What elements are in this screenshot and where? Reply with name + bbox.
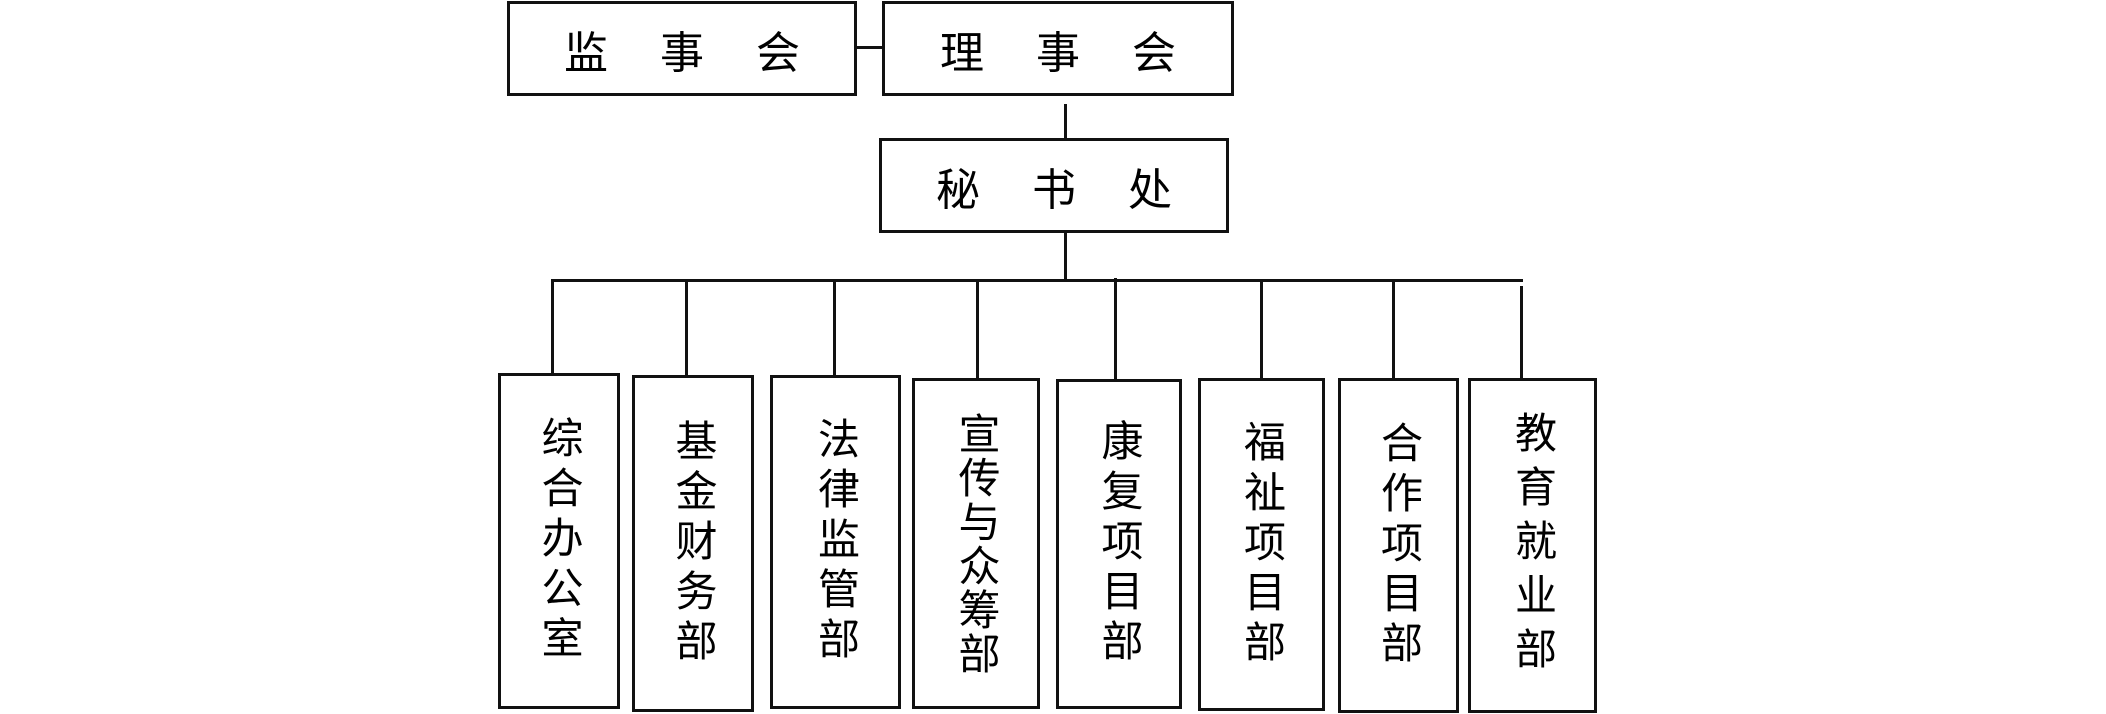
department-node: 福祉项目部: [1198, 378, 1325, 711]
department-label: 康复项目部: [1095, 419, 1144, 669]
department-label: 合作项目部: [1374, 420, 1424, 671]
secretariat-label: 秘书处: [936, 164, 1224, 216]
department-connector: [976, 280, 979, 379]
department-label: 综合办公室: [535, 416, 584, 666]
department-label: 教育就业部: [1508, 410, 1558, 681]
department-connector: [833, 280, 836, 376]
department-connector: [551, 280, 554, 374]
department-distribution-bar: [551, 279, 1523, 282]
secretariat-node: 秘书处: [879, 138, 1229, 233]
department-label: 法律监管部: [811, 417, 861, 667]
department-connector: [1392, 280, 1395, 379]
department-node: 宣传与众筹部: [912, 378, 1040, 709]
department-connector: [1520, 286, 1523, 379]
department-node: 合作项目部: [1338, 378, 1459, 713]
department-node: 教育就业部: [1468, 378, 1597, 713]
department-node: 综合办公室: [498, 373, 620, 709]
supervisory-to-board-connector: [857, 46, 883, 49]
department-node: 法律监管部: [770, 375, 901, 709]
department-connector: [685, 280, 688, 376]
board-of-directors-node: 理事会: [882, 1, 1234, 96]
board-to-secretariat-connector: [1064, 104, 1067, 139]
department-connector: [1260, 280, 1263, 379]
supervisory-board-node: 监事会: [507, 1, 857, 96]
department-label: 基金财务部: [669, 418, 718, 669]
board-of-directors-label: 理事会: [940, 27, 1228, 79]
department-label: 福祉项目部: [1237, 419, 1287, 670]
department-connector: [1114, 278, 1117, 384]
department-node: 基金财务部: [632, 375, 754, 712]
department-node: 康复项目部: [1056, 379, 1182, 709]
department-label: 宣传与众筹部: [952, 411, 1001, 676]
supervisory-board-label: 监事会: [564, 27, 852, 79]
secretariat-down-connector: [1064, 233, 1067, 279]
